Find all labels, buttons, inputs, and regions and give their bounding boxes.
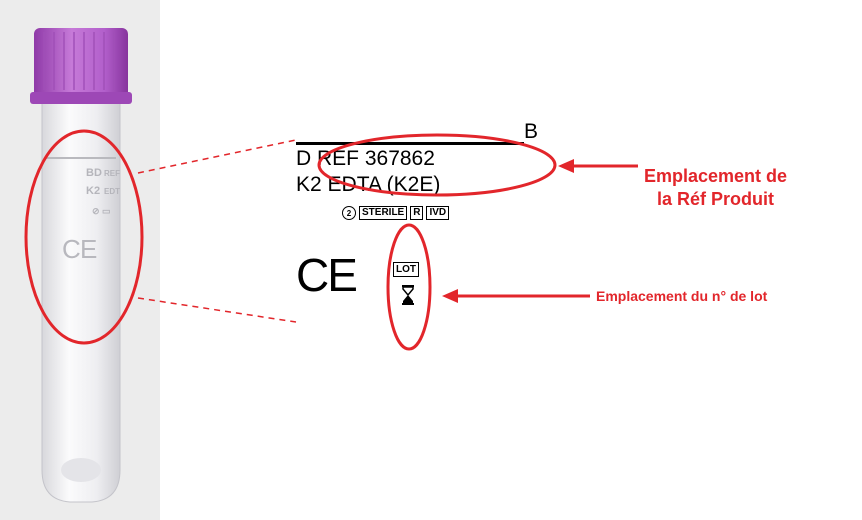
svg-text:E: E — [80, 234, 97, 264]
svg-text:K2: K2 — [86, 185, 100, 197]
lot-symbol: LOT — [393, 262, 419, 277]
svg-text:C: C — [62, 234, 81, 264]
ref-annotation-line1: Emplacement de — [644, 166, 788, 186]
guide-line-top — [137, 139, 297, 174]
label-rule — [296, 142, 524, 145]
label-ref-line: D REF 367862 — [296, 147, 435, 170]
svg-text:⊘ ▭: ⊘ ▭ — [92, 206, 111, 216]
label-letter-b: B — [524, 120, 539, 143]
sterile-symbol: STERILE — [359, 206, 408, 220]
ref-annotation-line2: la Réf Produit — [657, 189, 775, 209]
guide-line-bottom — [137, 297, 297, 323]
ref-annotation: Emplacement de la Réf Produit — [644, 165, 787, 211]
ivd-symbol: IVD — [426, 206, 450, 220]
svg-text:EDT: EDT — [104, 187, 120, 196]
svg-text:BD: BD — [86, 167, 102, 179]
label-symbol-row: 2 STERILE R IVD — [342, 205, 450, 221]
r-symbol: R — [410, 206, 424, 220]
no-reuse-icon: 2 — [342, 206, 356, 220]
ce-mark: CE — [296, 249, 358, 301]
label-product-line: K2 EDTA (K2E) — [296, 173, 441, 196]
svg-text:REF: REF — [104, 169, 120, 178]
lot-annotation: Emplacement du n° de lot — [596, 288, 768, 304]
hourglass-icon — [402, 285, 414, 305]
